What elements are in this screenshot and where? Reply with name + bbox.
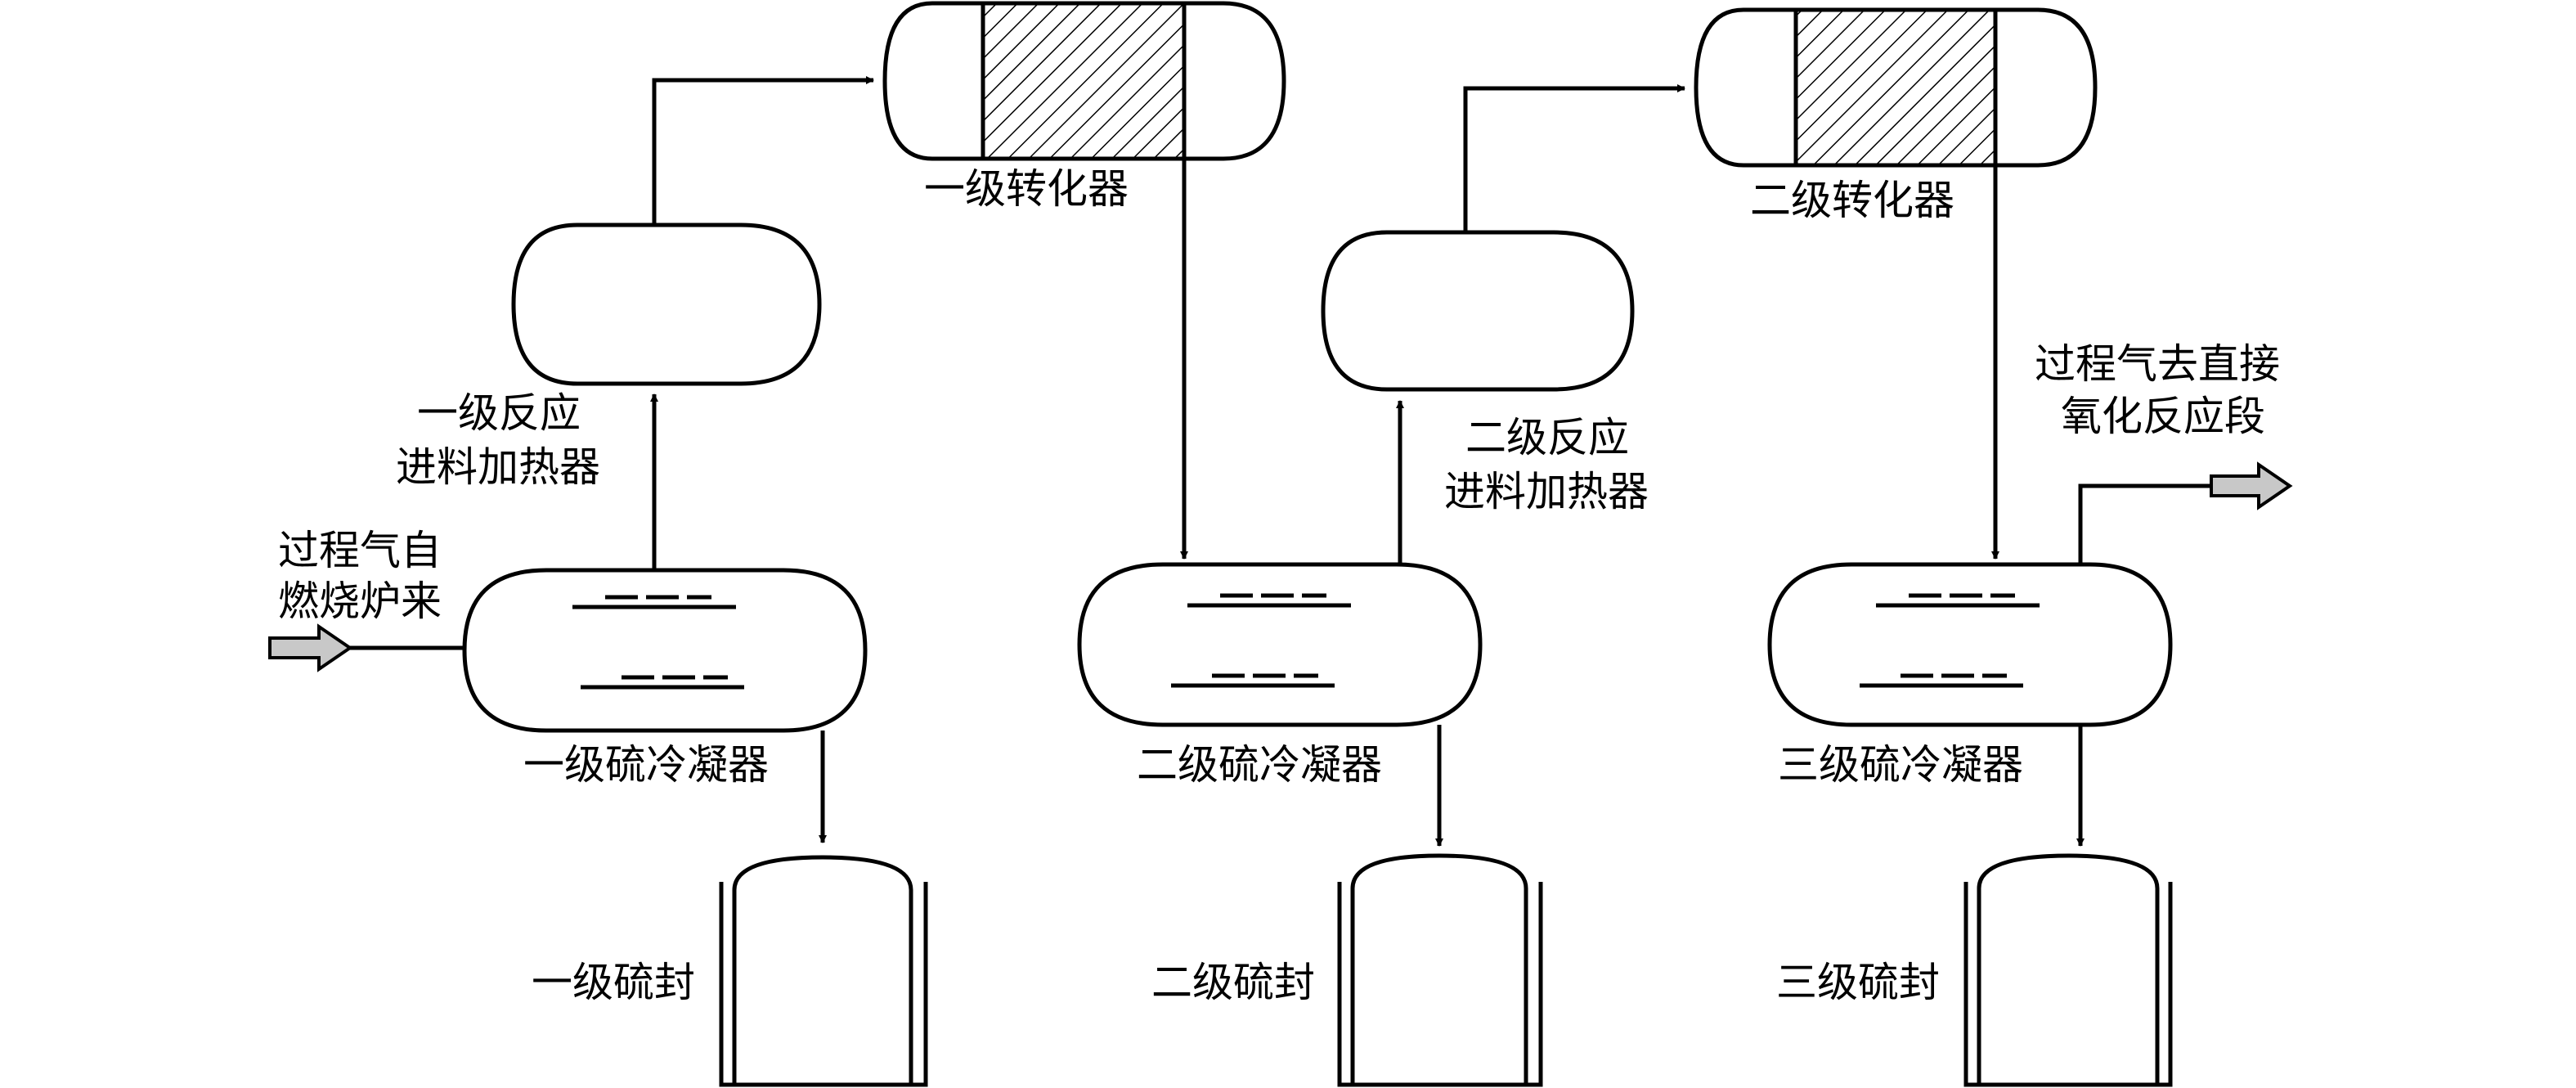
heater-1-vessel — [511, 223, 822, 386]
seal-3-vessel — [1963, 853, 2173, 1087]
condenser-2-vessel — [1077, 562, 1483, 727]
seal-2-label: 二级硫封 — [1151, 959, 1315, 1006]
condenser-1-vessel — [462, 568, 868, 733]
converter-1-catalyst-bed — [981, 1, 1187, 161]
heater-2-label: 二级反应 进料加热器 — [1444, 414, 1649, 515]
condenser-1-tubes — [572, 595, 744, 690]
condenser-2-label: 二级硫冷凝器 — [1137, 741, 1382, 789]
outlet-label: 过程气去直接 氧化反应段 — [2035, 340, 2293, 440]
condenser-2-tubes — [1171, 593, 1351, 688]
seal-1-label: 一级硫封 — [532, 959, 695, 1006]
condenser-1-label: 一级硫冷凝器 — [523, 741, 769, 789]
condenser-3-vessel — [1767, 562, 2173, 727]
heater-2-vessel — [1321, 230, 1635, 392]
inlet-label: 过程气自 燃烧炉来 — [278, 527, 455, 625]
seal-3-label: 三级硫封 — [1776, 959, 1940, 1006]
seal-1-vessel — [719, 855, 928, 1087]
outlet-pipe — [2078, 483, 2211, 564]
pipe-heater2-to-converter2 — [1463, 84, 1685, 232]
condenser-3-label: 三级硫冷凝器 — [1778, 741, 2023, 789]
converter-1-label: 一级转化器 — [924, 165, 1129, 213]
outlet-flow-arrow — [2210, 461, 2293, 510]
condenser-3-tubes — [1860, 593, 2040, 688]
inlet-flow-arrow — [268, 623, 353, 672]
converter-2-catalyst-bed — [1793, 7, 1998, 168]
converter-2-label: 二级转化器 — [1750, 177, 1954, 224]
heater-1-label: 一级反应 进料加热器 — [396, 389, 600, 491]
pipe-heater1-to-converter1 — [652, 76, 874, 225]
seal-2-vessel — [1337, 853, 1543, 1087]
